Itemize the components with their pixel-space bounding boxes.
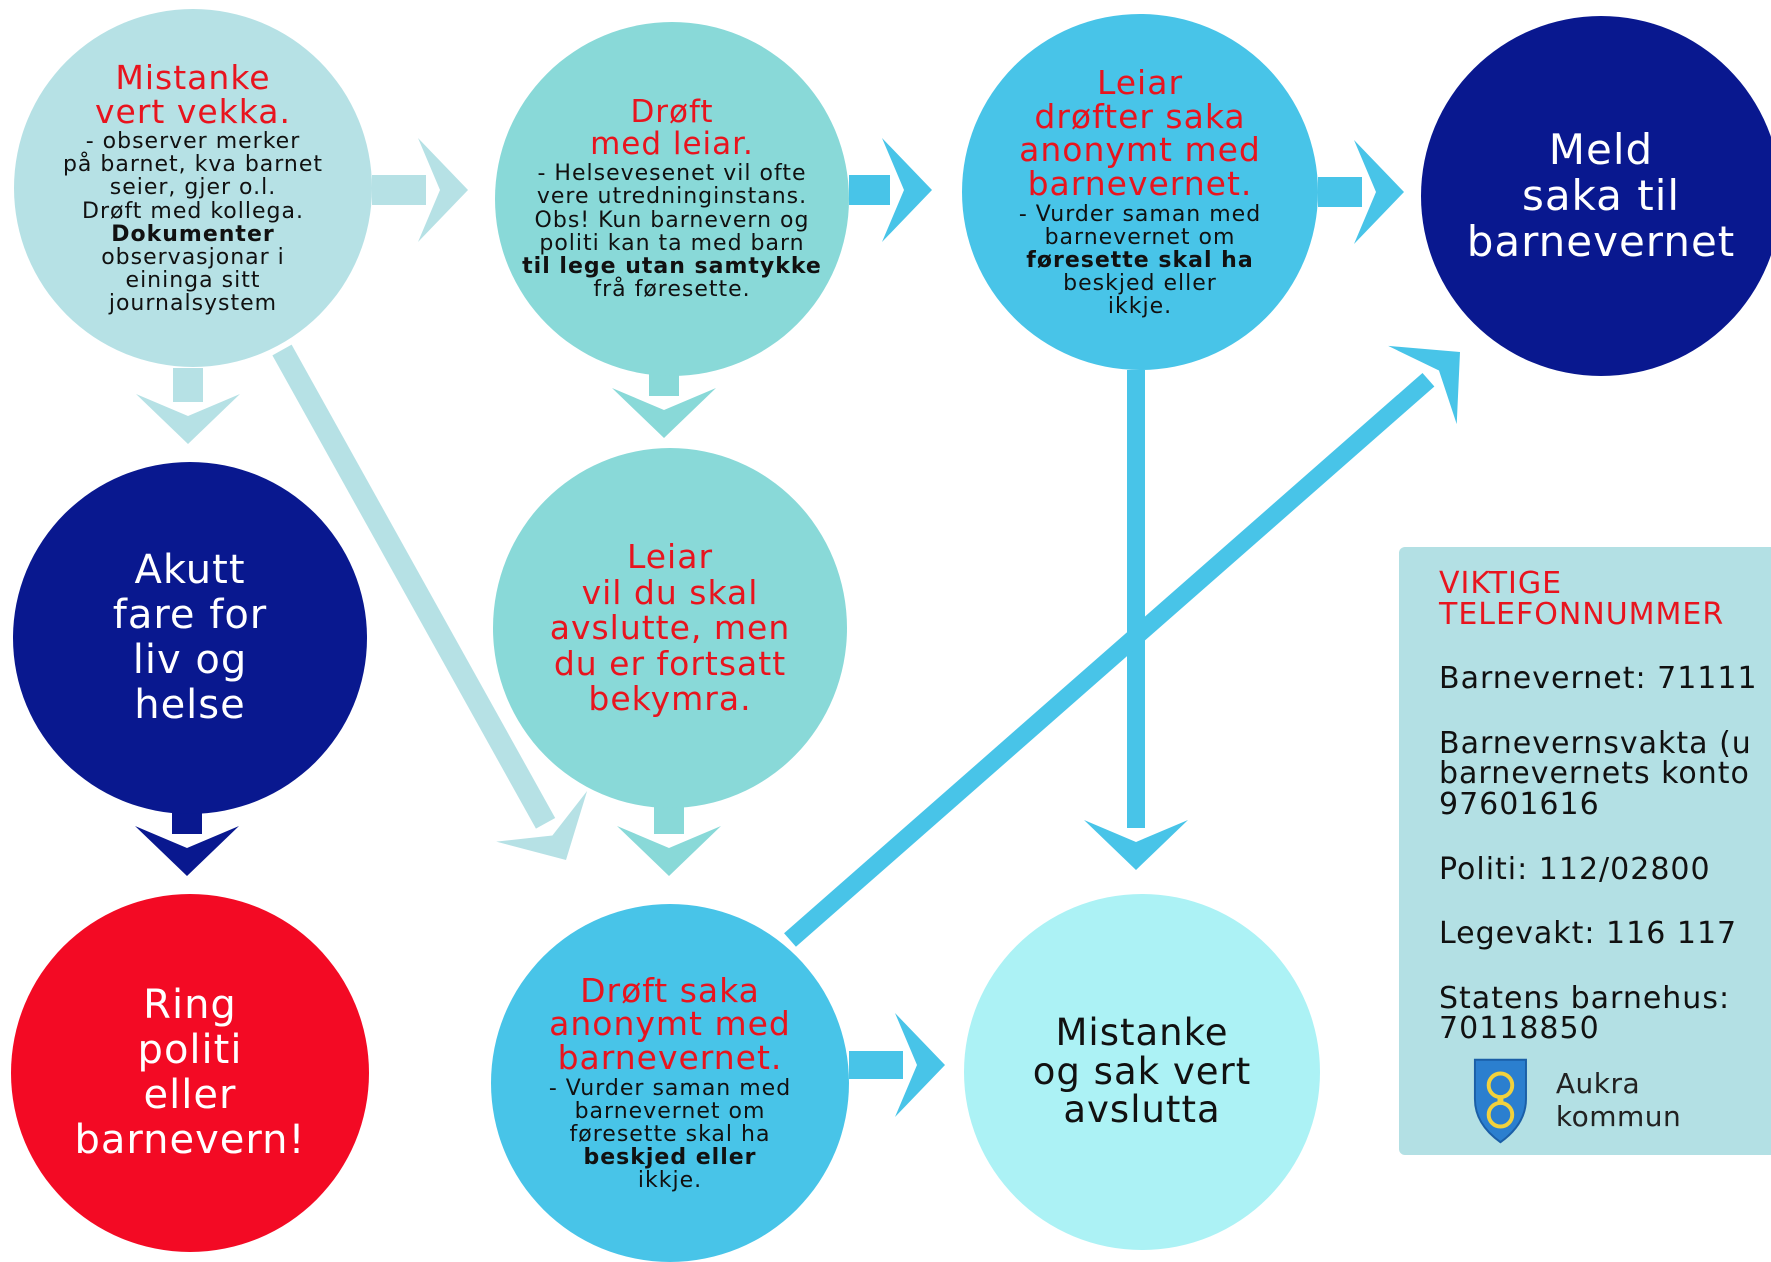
node-ring-politi: Ring politi eller barnevern! <box>11 894 369 1252</box>
description-text: beskjed eller ikkje. <box>1063 270 1217 319</box>
description-text: - observer merker på barnet, kva barnet … <box>62 129 324 224</box>
arrow-mistanke-to-drof-saka <box>272 344 588 860</box>
phone-item-statens-barnehus: Statens barnehus: 70118850 <box>1439 980 1731 1047</box>
description-text: frå føresette. <box>593 276 751 302</box>
description-emphasis: beskjed eller <box>583 1145 757 1171</box>
node-mistanke-vert-vekka: Mistanke vert vekka. - observer merker p… <box>14 9 372 367</box>
node-title: Drøft saka anonymt med barnevernet. <box>549 970 791 1078</box>
phone-panel-heading: VIKTIGE TELEFONNUMMER <box>1439 566 1725 632</box>
arrow-mistanke-to-drof <box>372 138 468 242</box>
municipality-name: Aukra kommun <box>1555 1067 1682 1133</box>
phone-item-politi: Politi: 112/02800 <box>1439 851 1711 887</box>
arrow-akutt-to-ring <box>135 812 239 876</box>
description-text: - Vurder saman med barnevernet om <box>1018 201 1262 250</box>
node-akutt-fare: Akutt fare for liv og helse <box>13 462 367 814</box>
node-title: Ring politi eller barnevern! <box>74 982 306 1163</box>
phone-item-barnevernsvakta: Barnevernsvakta (u barnevernets konto 97… <box>1439 725 1752 822</box>
node-title: Leiar vil du skal avslutte, men du er fo… <box>549 536 791 719</box>
node-leiar-drofter-saka: Leiar drøfter saka anonymt med barnevern… <box>962 14 1318 370</box>
phone-numbers-panel: VIKTIGE TELEFONNUMMER Barnevernet: 71111… <box>1399 547 1771 1155</box>
arrow-leiar-drofter-to-avslutta <box>1084 370 1188 870</box>
node-title: Mistanke vert vekka. <box>94 57 291 131</box>
arrow-drof-saka-to-meld <box>784 345 1460 947</box>
node-description: - Helsevesenet vil ofte vere utredningin… <box>522 162 822 301</box>
node-leiar-vil-avslutte: Leiar vil du skal avslutte, men du er fo… <box>493 448 847 808</box>
description-text: - Vurder saman med barnevernet om førese… <box>548 1075 792 1147</box>
arrow-mistanke-to-akutt <box>136 368 240 444</box>
node-mistanke-avslutta: Mistanke og sak vert avslutta <box>964 894 1320 1250</box>
description-text: ikkje. <box>637 1168 703 1194</box>
description-emphasis: Dokumenter <box>111 221 275 247</box>
node-title: Meld saka til barnevernet <box>1466 124 1736 267</box>
description-emphasis: føresette skal ha <box>1026 247 1254 273</box>
phone-item-legevakt: Legevakt: 116 117 <box>1439 916 1738 952</box>
arrow-leiar-drofter-to-meld <box>1318 140 1404 244</box>
node-title: Leiar drøfter saka anonymt med barnevern… <box>1019 62 1261 203</box>
description-emphasis: til lege utan samtykke <box>522 253 822 279</box>
arrow-drof-to-leiar-drofter <box>849 138 932 242</box>
arrow-drof-saka-to-avslutta <box>849 1013 945 1117</box>
node-drof-med-leiar: Drøft med leiar. - Helsevesenet vil ofte… <box>495 22 849 376</box>
node-title: Drøft med leiar. <box>590 94 754 162</box>
phone-item-barnevernet: Barnevernet: 71111 <box>1439 661 1758 697</box>
node-drof-saka-anonymt: Drøft saka anonymt med barnevernet. - Vu… <box>491 904 849 1262</box>
node-title: Akutt fare for liv og helse <box>112 547 268 728</box>
node-title: Mistanke og sak vert avslutta <box>1032 1010 1252 1132</box>
node-meld-saka: Meld saka til barnevernet <box>1421 16 1771 376</box>
municipality-logo: Aukra kommun <box>1471 1055 1771 1145</box>
node-description: - Vurder saman med barnevernet om førese… <box>1018 201 1262 319</box>
arrow-leiar-vil-to-drof-saka <box>617 806 721 876</box>
node-description: - Vurder saman med barnevernet om førese… <box>548 1075 792 1194</box>
coat-of-arms-icon <box>1473 1058 1527 1144</box>
description-text: - Helsevesenet vil ofte vere utredningin… <box>534 161 810 256</box>
arrow-drof-to-leiar-vil <box>612 374 716 438</box>
node-description: - observer merker på barnet, kva barnet … <box>63 130 323 315</box>
description-text: observasjonar i eininga sitt journalsyst… <box>101 244 285 316</box>
